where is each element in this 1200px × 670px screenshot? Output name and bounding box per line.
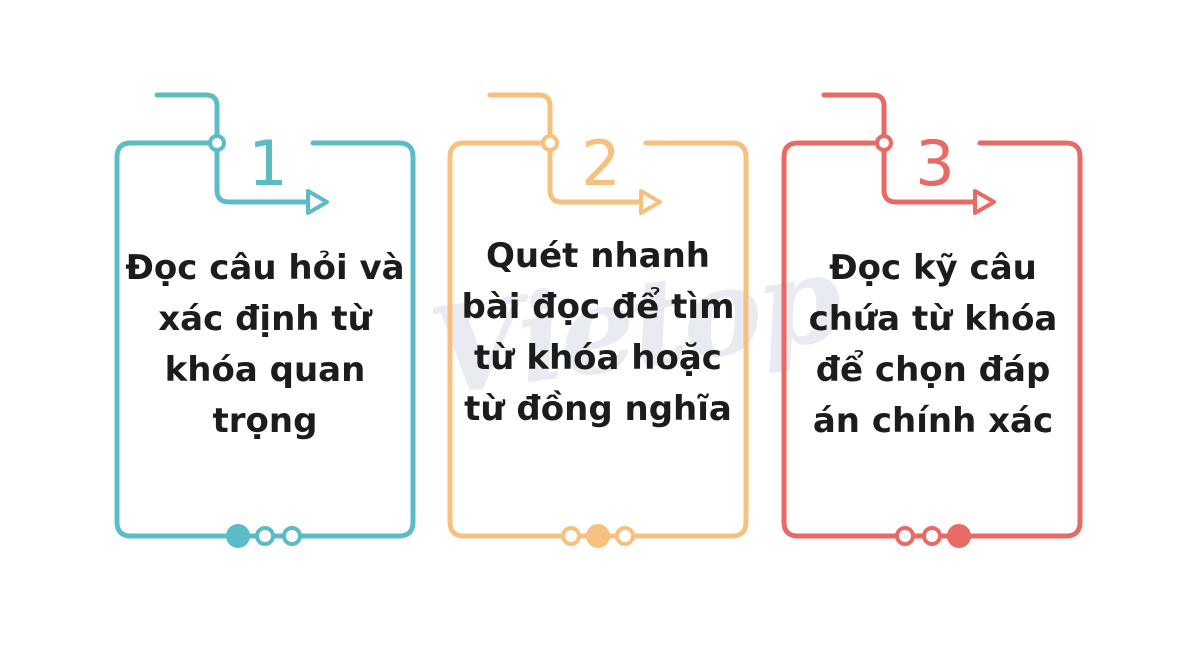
card-1-dot-3 [282, 526, 302, 546]
card-1-connector [154, 92, 311, 205]
card-2-node [541, 134, 559, 152]
card-3-dot-2 [922, 526, 942, 546]
card-2-number: 2 [581, 127, 621, 200]
card-1-dot-2 [255, 526, 275, 546]
card-2-arrow-icon [639, 189, 662, 215]
card-2-dot-3 [615, 526, 635, 546]
card-1-number: 1 [248, 127, 288, 200]
card-2-connector [487, 92, 644, 205]
card-1-text: Đọc câu hỏi và xác định từ khóa quan trọ… [125, 248, 405, 441]
card-3-dot-1 [895, 526, 915, 546]
card-3-arrow-icon [973, 189, 996, 215]
card-1-arrow-icon [306, 189, 329, 215]
card-1-dot-1 [226, 524, 250, 548]
card-1-node [208, 134, 226, 152]
card-2-dot-2 [586, 524, 610, 548]
card-3-number: 3 [915, 127, 955, 200]
card-2-text: Quét nhanh bài đọc để tìm từ khóa hoặc t… [461, 236, 735, 429]
card-3-node [875, 134, 893, 152]
card-2-dot-1 [561, 526, 581, 546]
card-3-connector [821, 92, 978, 205]
card-3-dot-3 [947, 524, 971, 548]
card-3-text: Đọc kỹ câu chứa từ khóa để chọn đáp án c… [808, 248, 1058, 441]
